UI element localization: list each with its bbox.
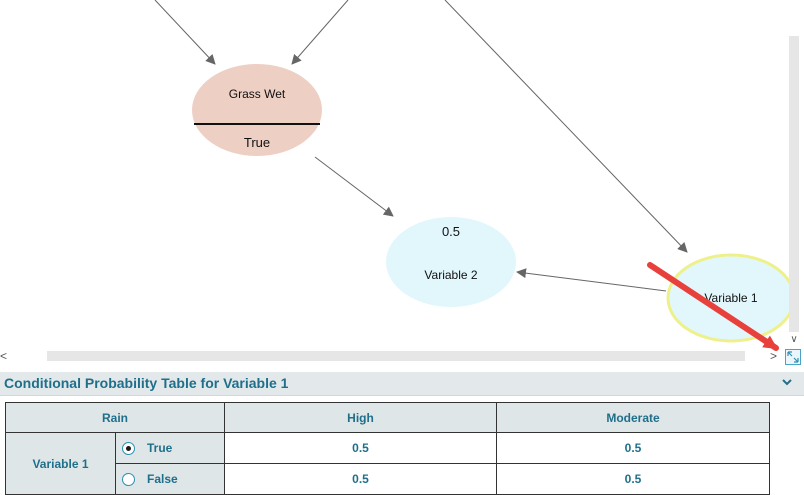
network-graph: Grass Wet True 0.5 Variable 2 Variable 1 bbox=[154, 0, 796, 351]
cpt-state-false[interactable]: False bbox=[115, 463, 225, 495]
cpt-parent-header: Rain bbox=[5, 402, 225, 433]
expand-button[interactable] bbox=[785, 349, 801, 365]
network-canvas[interactable]: Grass Wet True 0.5 Variable 2 Variable 1… bbox=[0, 0, 804, 370]
expand-icon bbox=[787, 351, 799, 363]
cpt-header-row: Rain High Moderate bbox=[5, 402, 770, 433]
cpt-table: Rain High Moderate Variable 1 True 0.5 0… bbox=[5, 402, 770, 495]
state-label: True bbox=[147, 440, 173, 455]
edge-into-variable1 bbox=[444, 0, 688, 253]
edge-variable1-to-variable2 bbox=[516, 268, 667, 292]
cpt-panel-header[interactable]: Conditional Probability Table for Variab… bbox=[0, 372, 804, 396]
table-row: Variable 1 True 0.5 0.5 bbox=[5, 432, 770, 495]
cpt-cell[interactable]: 0.5 bbox=[224, 432, 497, 464]
cpt-cell[interactable]: 0.5 bbox=[224, 463, 497, 495]
edge-into-grass-wet-left bbox=[154, 0, 216, 65]
horizontal-scrollbar[interactable] bbox=[47, 351, 745, 361]
grass-wet-state: True bbox=[244, 135, 270, 150]
variable-2-value: 0.5 bbox=[442, 224, 460, 239]
cpt-panel-title: Conditional Probability Table for Variab… bbox=[4, 375, 289, 391]
variable-2-name: Variable 2 bbox=[424, 268, 477, 282]
callout-arrow bbox=[647, 262, 779, 351]
table-row: False 0.5 0.5 bbox=[6, 463, 770, 495]
cpt-column-header: High bbox=[224, 402, 497, 433]
edge-into-grass-wet-right bbox=[291, 0, 349, 65]
node-variable-1[interactable]: Variable 1 bbox=[666, 253, 796, 343]
cpt-cell[interactable]: 0.5 bbox=[496, 432, 770, 464]
cpt-column-header: Moderate bbox=[496, 402, 770, 433]
node-variable-2[interactable]: 0.5 Variable 2 bbox=[386, 217, 516, 307]
radio-true[interactable] bbox=[122, 442, 135, 456]
cpt-cell[interactable]: 0.5 bbox=[496, 463, 770, 495]
state-label: False bbox=[147, 471, 178, 486]
cpt-row-variable: Variable 1 bbox=[5, 432, 116, 495]
radio-false[interactable] bbox=[122, 473, 135, 487]
node-grass-wet[interactable]: Grass Wet True bbox=[192, 64, 322, 156]
cpt-state-true[interactable]: True bbox=[115, 432, 225, 464]
edge-grass-wet-to-variable2 bbox=[314, 156, 394, 217]
variable-1-name: Variable 1 bbox=[704, 291, 757, 305]
grass-wet-name: Grass Wet bbox=[229, 87, 286, 101]
scroll-right-button[interactable]: > bbox=[770, 349, 778, 363]
vertical-scrollbar[interactable] bbox=[789, 36, 799, 332]
scroll-left-button[interactable]: < bbox=[0, 349, 8, 363]
chevron-down-icon[interactable] bbox=[780, 375, 794, 389]
scroll-down-button[interactable]: ∨ bbox=[790, 334, 798, 345]
